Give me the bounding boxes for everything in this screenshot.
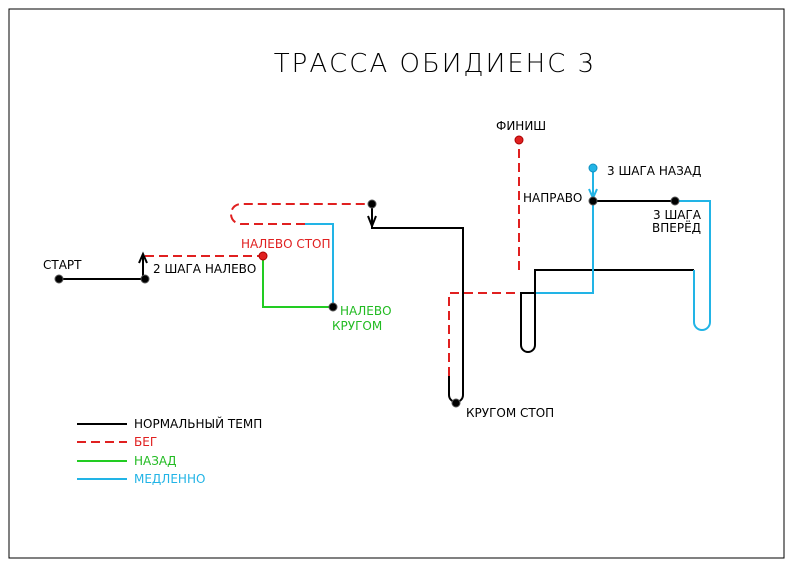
path-normal-3 <box>520 269 694 353</box>
label-right: НАПРАВО <box>523 191 582 205</box>
label-three-steps-fwd-1: 3 ШАГА <box>653 208 702 222</box>
label-three-steps-back: 3 ШАГА НАЗАД <box>607 164 701 178</box>
path-slow-1 <box>305 223 334 307</box>
node-left-stop <box>258 251 268 261</box>
node-left-turn <box>328 302 338 312</box>
node-start <box>54 274 64 284</box>
legend-label-normal: НОРМАЛЬНЫЙ ТЕМП <box>134 416 262 431</box>
legend-item-back: НАЗАД <box>77 454 177 468</box>
legend-item-normal: НОРМАЛЬНЫЙ ТЕМП <box>77 416 262 431</box>
label-about-turn-stop: КРУГОМ СТОП <box>466 406 554 420</box>
legend: НОРМАЛЬНЫЙ ТЕМП БЕГ НАЗАД МЕДЛЕННО <box>77 416 262 486</box>
label-left-turn-1: НАЛЕВО <box>340 304 392 318</box>
label-left-turn-2: КРУГОМ <box>332 319 382 333</box>
label-left-stop: НАЛЕВО СТОП <box>241 237 331 251</box>
path-run-3 <box>448 292 530 376</box>
node-three-steps-forward <box>670 196 680 206</box>
legend-item-run: БЕГ <box>77 435 157 449</box>
label-three-steps-fwd-2: ВПЕРЁД <box>652 220 701 235</box>
page-frame <box>8 8 785 559</box>
course-title: ТРАССА ОБИДИЕНС 3 <box>274 49 596 79</box>
node-top <box>367 199 377 209</box>
node-right <box>588 196 598 206</box>
label-finish: ФИНИШ <box>496 119 546 133</box>
node-about-turn-stop <box>451 398 461 408</box>
legend-label-run: БЕГ <box>134 435 157 449</box>
node-finish <box>514 135 524 145</box>
path-run-2 <box>230 203 372 225</box>
label-start: СТАРТ <box>43 258 82 272</box>
path-back <box>262 256 333 308</box>
node-two-steps-left <box>140 274 150 284</box>
node-three-steps-back <box>588 163 598 173</box>
arrow-down-icon <box>367 215 377 229</box>
legend-item-slow: МЕДЛЕННО <box>77 472 205 486</box>
legend-label-back: НАЗАД <box>134 454 177 468</box>
label-two-steps-left: 2 ШАГА НАЛЕВО <box>153 262 256 276</box>
legend-label-slow: МЕДЛЕННО <box>134 472 205 486</box>
course-nodes <box>54 135 680 408</box>
arrow-up-icon <box>138 251 148 264</box>
course-labels: СТАРТ 2 ШАГА НАЛЕВО НАЛЕВО СТОП НАЛЕВО К… <box>43 119 702 420</box>
path-slow-3 <box>536 201 594 294</box>
path-slow-2 <box>675 200 711 331</box>
